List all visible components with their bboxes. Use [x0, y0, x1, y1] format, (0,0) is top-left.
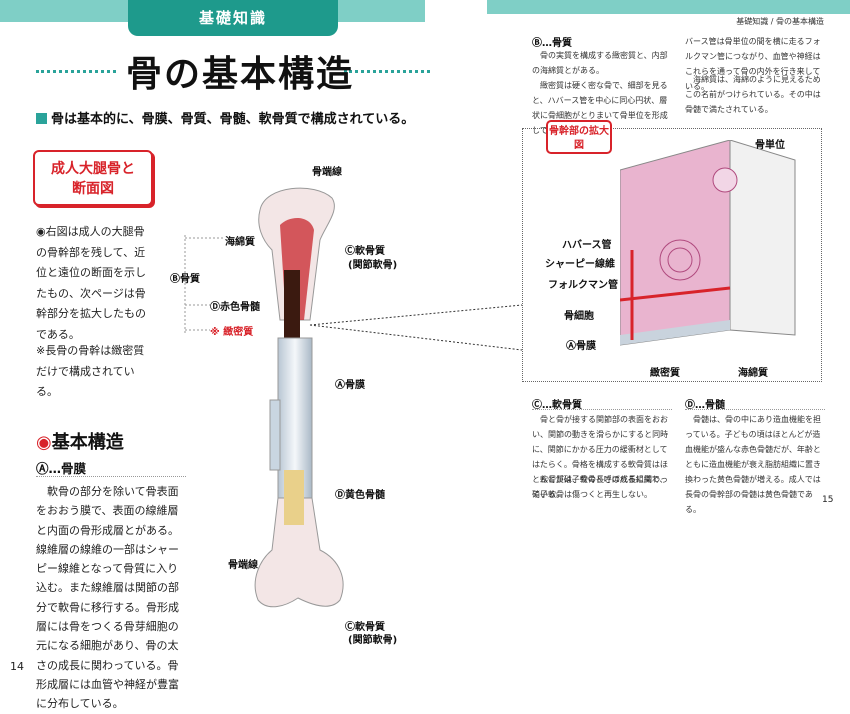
osteon-top [712, 167, 738, 193]
label-joint-cartilage-bottom: (関節軟骨) [348, 635, 398, 646]
heading-divider [36, 476, 186, 477]
havers-continuation: バース管は骨単位の間を横に走るフォルクマン管につながり、血管や神経はこれらを通っ… [685, 37, 821, 91]
label-zoom-periosteum: Ⓐ骨膜 [566, 341, 596, 352]
label-yellow-marrow: Ⓓ黄色骨髄 [335, 490, 385, 501]
marrow-divider [685, 409, 825, 410]
osteon-ring [659, 239, 701, 281]
section-title: ◉基本構造 [36, 428, 124, 454]
label-cartilage-bottom: Ⓒ軟骨質 [345, 622, 385, 633]
zoom-figure-tag: 骨幹部の拡大図 [546, 120, 612, 154]
category-tab: 基礎知識 [128, 0, 338, 36]
zoom-figure-frame [522, 128, 822, 382]
cartilage-divider [532, 409, 672, 410]
page-number-right: 15 [822, 495, 834, 505]
asterisk-note: ※長骨の骨幹は緻密質だけで構成されている。 [36, 344, 145, 398]
label-osteocyte: 骨細胞 [564, 311, 594, 322]
label-periosteum: Ⓐ骨膜 [335, 380, 365, 391]
femur-illustration [254, 187, 344, 608]
periosteum-flap [269, 399, 281, 471]
label-epiphyseal-line-bottom: 骨端線 [228, 560, 258, 571]
volkmann-canal [620, 286, 731, 302]
label-sharpey-fiber: シャーピー線維 [545, 259, 615, 270]
label-havers-canal: ハバース管 [562, 240, 612, 251]
spongy-bone-body: 海綿質は、海綿のように見えるためこの名前がつけられている。その中は骨髄で満たされ… [685, 75, 821, 114]
cartilage-body: 骨と骨が接する関節部の表面をおおい、関節の動きを滑らかにすると同時に、関節にかか… [532, 415, 669, 499]
marrow-heading: Ⓓ…骨髄 [685, 400, 725, 411]
label-joint-cartilage-top: (関節軟骨) [348, 260, 398, 271]
title-dots-right [344, 70, 430, 73]
spongy-layer [729, 140, 796, 336]
square-bullet-icon [36, 113, 47, 124]
figure-note: ◉右図は成人の大腿骨の骨幹部を残して、近位と遠位の断面を示したもの、次ページは骨… [36, 225, 146, 341]
breadcrumb: 基礎知識 / 骨の基本構造 [736, 17, 824, 26]
femur-distal-end [254, 497, 344, 608]
cartilage-heading: Ⓒ…軟骨質 [532, 400, 582, 411]
compact-layer [620, 140, 731, 346]
page-subtitle: 骨は基本的に、骨膜、骨質、骨髄、軟骨質で構成されている。 [36, 108, 414, 127]
periosteum-body: 軟骨の部分を除いて骨表面をおおう膜で、表面の線維層と内面の骨形成層とがある。線維… [36, 485, 179, 711]
label-epiphyseal-line-top: 骨端線 [312, 167, 342, 178]
bone-substance-heading: Ⓑ…骨質 [532, 38, 572, 49]
label-red-marrow: Ⓓ赤色骨髄 [210, 302, 260, 313]
label-compact-bone: ※ 緻密質 [210, 327, 254, 338]
page-title: 骨の基本構造 [126, 54, 355, 95]
leader-lines [184, 235, 523, 351]
marrow-cavity [284, 270, 300, 340]
label-osteon: 骨単位 [755, 140, 785, 151]
figure-title-line1: 成人大腿骨と [51, 161, 135, 177]
osteon-ring-inner [667, 247, 693, 273]
subtitle-text: 骨は基本的に、骨膜、骨質、骨髄、軟骨質で構成されている。 [51, 112, 415, 127]
header-bar-right [487, 0, 850, 14]
label-spongy-bone: 海綿質 [225, 237, 255, 248]
figure-title-box: 成人大腿骨と 断面図 [33, 150, 153, 206]
label-volkmann-canal: フォルクマン管 [548, 280, 618, 291]
section-title-text: 基本構造 [51, 432, 124, 453]
periosteum-layer [620, 320, 730, 345]
cartilage-body-2: 軟骨質は、骨の長さの成長に関わっている。 [532, 475, 668, 499]
label-cartilage-top: Ⓒ軟骨質 [345, 246, 385, 257]
bone-substance-body: 骨の実質を構成する緻密質と、内部の海綿質とがある。 [532, 51, 668, 75]
label-zoom-compact: 緻密質 [650, 368, 680, 379]
figure-title-line2: 断面図 [72, 181, 114, 197]
compact-bone-cross-section [620, 140, 796, 346]
periosteum-heading: Ⓐ…骨膜 [36, 461, 87, 476]
label-zoom-spongy: 海綿質 [738, 368, 768, 379]
page-number-left: 14 [10, 660, 24, 673]
yellow-marrow [284, 470, 304, 525]
bullet-icon: ◉ [36, 432, 52, 453]
marrow-body: 骨髄は、骨の中にあり造血機能を担っている。子どもの頃はほとんどが造血機能が盛んな… [685, 415, 821, 514]
title-dots-left [36, 70, 116, 73]
